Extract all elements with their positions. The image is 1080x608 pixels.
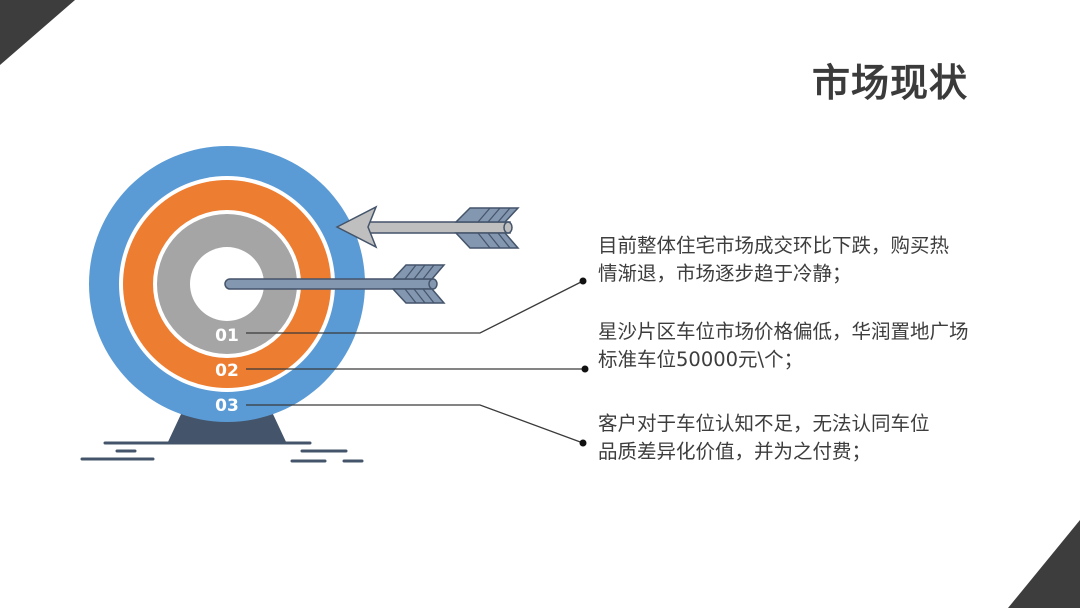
bullet-dot-01 bbox=[579, 277, 587, 285]
point-03-line-1: 客户对于车位认知不足，无法认同车位 bbox=[598, 412, 930, 435]
point-01-line-2: 情渐退，市场逐步趋于冷静； bbox=[598, 262, 852, 285]
point-03-text: 客户对于车位认知不足，无法认同车位 品质差异化价值，并为之付费； bbox=[598, 410, 930, 466]
target-illustration: 01 02 03 bbox=[80, 146, 589, 463]
point-03-line-2: 品质差异化价值，并为之付费； bbox=[598, 440, 872, 463]
point-01-text: 目前整体住宅市场成交环比下跌，购买热 情渐退，市场逐步趋于冷静； bbox=[598, 232, 949, 288]
corner-triangle-top-left bbox=[0, 0, 75, 65]
point-02-line-1: 星沙片区车位市场价格偏低，华润置地广场 bbox=[598, 320, 969, 343]
corner-triangle-bottom-right bbox=[1008, 520, 1080, 608]
slide-title: 市场现状 bbox=[812, 61, 969, 105]
point-01-line-1: 目前整体住宅市场成交环比下跌，购买热 bbox=[598, 234, 950, 257]
bullet-dot-02 bbox=[581, 365, 589, 373]
ring-label-02: 02 bbox=[215, 361, 239, 381]
point-02-line-2: 标准车位50000元\个； bbox=[598, 348, 804, 371]
ring-label-01: 01 bbox=[215, 326, 239, 346]
ring-label-03: 03 bbox=[215, 396, 239, 416]
ground-lines-icon bbox=[80, 441, 364, 463]
connector-01 bbox=[246, 280, 584, 334]
arrow-incoming-icon bbox=[335, 205, 520, 249]
point-02-text: 星沙片区车位市场价格偏低，华润置地广场 标准车位50000元\个； bbox=[598, 318, 969, 374]
target-stand bbox=[167, 412, 287, 444]
connector-lines bbox=[246, 280, 585, 444]
connector-03 bbox=[246, 404, 584, 444]
arrow-in-bullseye-icon bbox=[224, 264, 446, 304]
bullet-dot-03 bbox=[579, 439, 587, 447]
